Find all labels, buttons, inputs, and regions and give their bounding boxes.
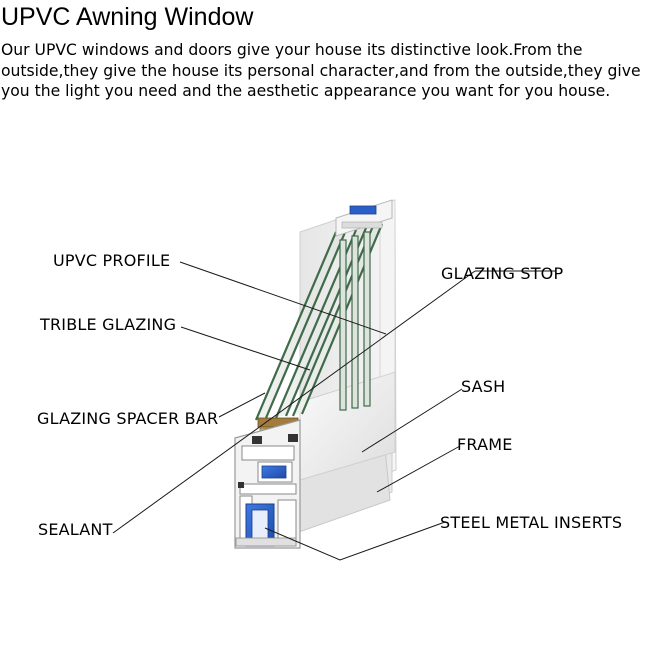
- label-glazing-stop: GLAZING STOP: [441, 264, 564, 283]
- leader-upvc-profile: [179, 261, 387, 335]
- leader-steel-metal-inserts: [264, 521, 446, 561]
- leader-frame: [376, 445, 461, 493]
- label-frame: FRAME: [457, 435, 513, 454]
- sealant-gaskets: [238, 434, 298, 488]
- label-trible-glazing: TRIBLE GLAZING: [40, 315, 177, 334]
- page-description: Our UPVC windows and doors give your hou…: [1, 41, 641, 100]
- label-upvc-profile: UPVC PROFILE: [53, 251, 171, 270]
- triple-glazing-panes: [254, 222, 384, 421]
- label-glazing-spacer-bar: GLAZING SPACER BAR: [37, 409, 219, 428]
- leader-sealant: [112, 270, 476, 534]
- page-title: UPVC Awning Window: [1, 3, 254, 31]
- leader-sash: [361, 388, 463, 453]
- label-steel-metal-inserts: STEEL METAL INSERTS: [440, 513, 623, 532]
- leader-lines: [112, 261, 555, 561]
- leader-glazing-spacer-bar: [218, 392, 266, 418]
- label-sash: SASH: [461, 377, 506, 396]
- upvc-profile-section: [234, 419, 301, 549]
- label-sealant: SEALANT: [38, 520, 113, 539]
- leader-trible-glazing: [180, 326, 311, 371]
- top-profile-detail: [335, 199, 393, 237]
- window-sash: [299, 199, 396, 481]
